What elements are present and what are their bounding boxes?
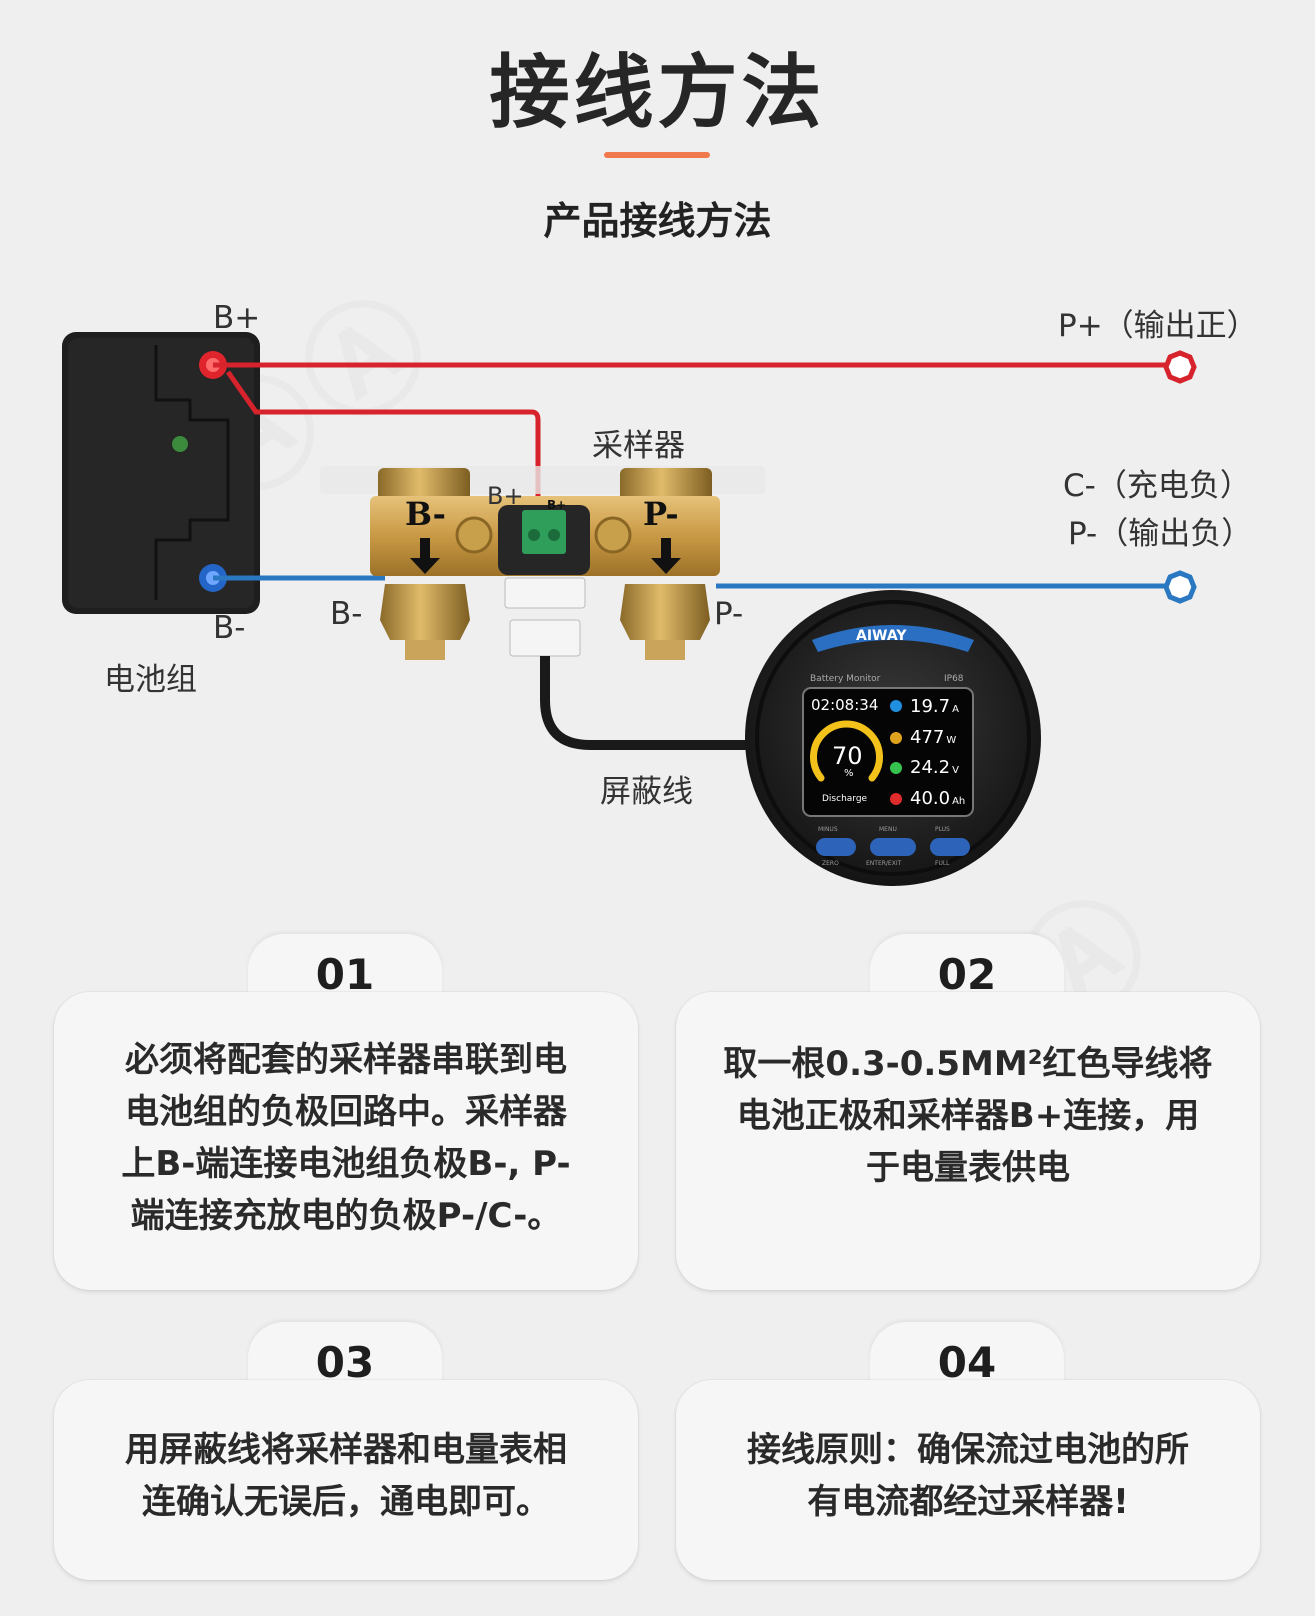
card-01-line: 电池组的负极回路中。采样器 [125,1092,567,1132]
card-02-line: 取一根0.3-0.5MM²红色导线将 [723,1044,1213,1084]
sampler-shunt [320,466,765,660]
step-card-04 [676,1380,1260,1580]
card-01-line: 必须将配套的采样器串联到电 [125,1040,567,1080]
card-03-number: 03 [315,1338,375,1387]
sampler-p-minus-mark: P- [643,495,679,533]
card-02-number: 02 [937,950,997,999]
meter-soc-unit: % [844,768,854,779]
card-04-line: 接线原则：确保流过电池的所 [747,1430,1189,1470]
sampler-label: 采样器 [592,428,685,464]
meter-model: Battery Monitor [810,674,881,684]
meter-rating: IP68 [944,674,964,684]
connector-b-plus-mark: B+ [547,498,567,512]
card-03-line: 用屏蔽线将采样器和电量表相 [125,1430,567,1470]
btn-minus-bottom-label: ZERO [822,860,839,867]
btn-plus-top-label: PLUS [935,826,950,833]
power-unit: W [946,735,957,746]
p-plus-terminal [1163,350,1197,384]
meter-screen [802,687,974,817]
current-value: 19.7 [910,696,951,717]
p-minus-output-label: P-（输出负） [1068,516,1253,552]
btn-minus-top-label: MINUS [818,826,838,833]
card-02-line: 于电量表供电 [866,1148,1070,1188]
card-01-number: 01 [315,950,375,999]
meter-brand-band [812,625,974,652]
card-04-line: 有电流都经过采样器! [807,1482,1129,1522]
card-03-line: 连确认无误后，通电即可。 [142,1482,550,1522]
battery-meter [745,590,1041,886]
page-title: 接线方法 [489,46,826,139]
p-minus-terminal [1163,570,1197,604]
battery-negative-label: B- [213,610,246,646]
meter-brand: AIWAY [856,628,907,644]
step-card-02 [676,992,1260,1290]
sampler-b-minus-mark: B- [405,495,446,533]
c-minus-charge-label: C-（充电负） [1063,468,1251,504]
voltage-value: 24.2 [910,757,951,778]
sampler-b-plus-label: B+ [487,482,524,510]
p-plus-output-label: P+（输出正） [1058,308,1258,344]
card-03-text: 用屏蔽线将采样器和电量表相 连确认无误后，通电即可。 [70,1424,622,1528]
sampler-p-minus-label: P- [714,596,744,632]
step-card-01 [54,992,638,1290]
current-unit: A [952,704,959,715]
meter-time: 02:08:34 [811,696,879,714]
shield-cable-label: 屏蔽线 [600,774,693,810]
sampler-b-minus-label: B- [330,596,363,632]
title-underline [604,152,710,158]
step-card-03 [54,1380,638,1580]
capacity-unit: Ah [952,796,966,807]
wiring-diagram [62,332,1197,886]
battery-label: 电池组 [104,662,197,698]
sampler-power-wire [225,370,541,515]
btn-menu-bottom-label: ENTER/EXIT [866,860,902,867]
voltage-unit: V [952,765,959,776]
card-04-number: 04 [937,1338,997,1387]
power-value: 477 [910,727,945,748]
btn-menu-top-label: MENU [879,826,897,833]
card-01-line: 端连接充放电的负极P-/C-。 [130,1196,562,1236]
soc-gauge [810,720,883,782]
page-subtitle: 产品接线方法 [543,199,772,243]
card-02-text: 取一根0.3-0.5MM²红色导线将 电池正极和采样器B+连接，用 于电量表供电 [692,1038,1244,1194]
battery-positive-label: B+ [213,300,261,336]
shield-cable [540,656,760,750]
meter-soc: 70 [832,742,863,770]
capacity-value: 40.0 [910,788,951,809]
meter-status: Discharge [822,794,868,804]
card-02-line: 电池正极和采样器B+连接，用 [736,1096,1200,1136]
card-01-line: 上B-端连接电池组负极B-, P- [121,1144,571,1184]
card-04-text: 接线原则：确保流过电池的所 有电流都经过采样器! [692,1424,1244,1528]
card-01-text: 必须将配套的采样器串联到电 电池组的负极回路中。采样器 上B-端连接电池组负极B… [70,1034,622,1242]
btn-plus-bottom-label: FULL [935,860,950,867]
